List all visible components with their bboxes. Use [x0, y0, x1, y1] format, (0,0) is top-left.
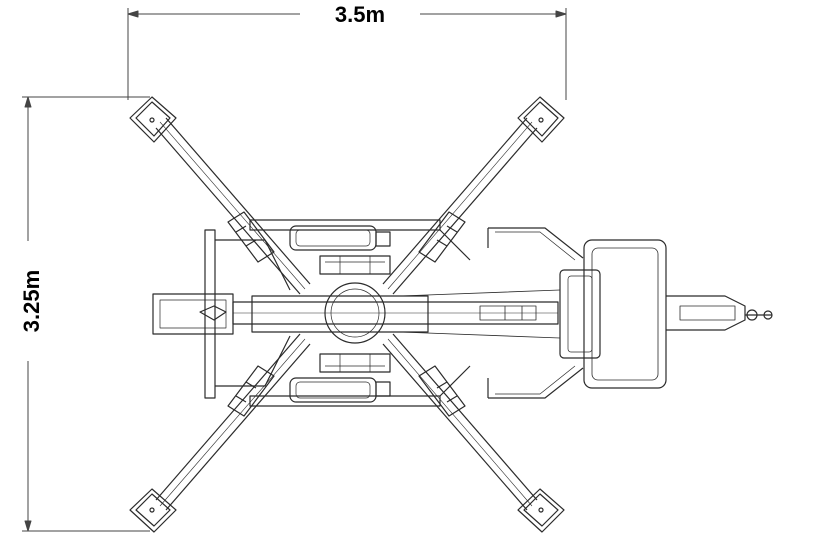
outrigger-arm-top-left: [155, 117, 311, 295]
track-bottom: [289, 353, 391, 403]
jib-arm: [666, 295, 773, 331]
track-top: [289, 225, 391, 275]
chassis-frame: [204, 219, 584, 407]
outrigger-arm-bottom-left: [155, 333, 311, 511]
outrigger-arm-bottom-right: [382, 333, 538, 511]
height-dimension-label: 3.25m: [19, 241, 45, 361]
height-dimension: [22, 96, 150, 532]
outrigger-arm-top-right: [382, 117, 538, 295]
platform-basket: [559, 239, 667, 389]
outrigger-pad-top-right: [517, 96, 565, 143]
outrigger-pad-bottom-left: [129, 488, 177, 533]
outrigger-pad-top-left: [129, 96, 177, 143]
boom: [152, 289, 561, 339]
outrigger-pad-bottom-right: [517, 488, 565, 533]
width-dimension-label: 3.5m: [300, 2, 420, 28]
